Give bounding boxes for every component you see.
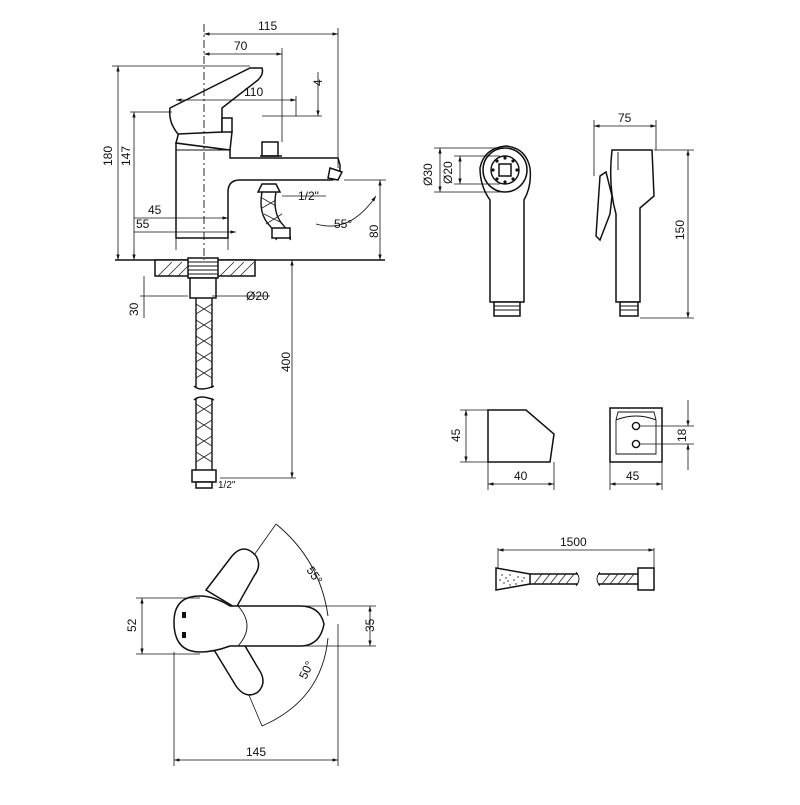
supply-hose-nut [191,469,217,483]
handshower-front-view: Ø30 Ø20 [421,145,532,317]
dim-plan-angle-bottom: 50° [296,659,317,682]
flex-hose: 1500 [495,535,655,591]
handshower-trigger [595,170,613,242]
dim-plan-width: 145 [246,745,266,759]
dim-handshower-length: 150 [673,220,687,240]
dim-holder-hole-spacing: 18 [675,428,689,442]
shank-thread [188,261,218,275]
dim-base-height: 80 [367,224,381,238]
dim-plan-lever-height: 35 [363,618,377,632]
dim-total-height: 180 [101,146,115,166]
holder-front-body [609,407,663,463]
dim-holder-width: 45 [626,469,640,483]
dim-handshower-depth: 75 [618,111,632,125]
dim-holder-depth: 40 [514,469,528,483]
dim-hose-diameter: Ø20 [246,289,269,303]
hose-break-left [575,571,580,587]
dim-plan-body-height: 52 [125,618,139,632]
handshower-side-view: 75 150 [593,111,694,319]
dim-mount-depth: 30 [127,302,141,316]
plan-body [173,595,325,653]
holder-front-view: 18 45 [609,400,694,490]
holder-front-cradle [615,415,657,421]
dim-holder-height: 45 [449,428,463,442]
faucet-side-view: 115 70 110 4 180 147 1/2" 55° 80 4 [101,19,386,491]
faucet-body [175,142,341,239]
slot-marker-bottom [182,632,186,638]
dim-lever-gap: 4 [311,79,325,86]
diverter-knob [261,141,279,157]
dim-spout-height: 147 [119,146,133,166]
hose-break-right [596,571,601,587]
supply-hose [193,298,215,470]
swing-arc-upper [275,523,329,617]
holder-hole-lower [631,439,641,449]
dim-head-diameter-inner: Ø20 [441,161,455,184]
hose-connector [256,183,282,193]
mount-block-hatch [157,261,255,277]
dim-hose-length: 400 [279,352,293,372]
handshower-front-thread [493,301,521,317]
dim-plan-angle-top: 55° [304,564,326,587]
hose-nut [189,277,217,299]
spray-nozzles [491,156,519,184]
dim-head-diameter-outer: Ø30 [421,163,435,186]
flex-hose-nut [637,567,655,591]
dim-flex-hose-length: 1500 [560,535,587,549]
swing-arc-lower [261,637,329,727]
handshower-side-thread [619,301,639,317]
dim-base-gap: 55 [136,217,150,231]
lever-pivot [221,117,233,133]
spray-head-inner [490,155,520,185]
spout-tip [327,167,344,181]
threaded-shank [187,257,219,279]
dim-lever-length: 110 [244,85,263,99]
dim-handle-offset: 70 [234,39,248,53]
dim-top-width: 115 [258,19,277,33]
holder-side-body [487,409,555,463]
slot-marker-top [182,612,186,618]
dim-hose-thread: 1/2" [218,480,236,491]
lever-position-upper [204,548,260,610]
hose-end-fitting [271,227,291,239]
dim-spout-angle: 55° [334,217,352,231]
faucet-plan-view: 55° 50° 52 35 145 [125,523,377,766]
holder-side-view: 45 40 [449,409,555,490]
dim-spout-thread: 1/2" [298,189,319,203]
lever-handle [168,67,264,135]
flex-hose-cone-fitting [495,567,531,591]
holder-hole-upper [631,421,641,431]
spray-center [498,163,512,177]
dim-base-offset: 45 [148,203,162,217]
plan-body-joint [237,605,248,647]
supply-hose-thread [195,481,213,489]
handshower-side-body [609,149,655,303]
